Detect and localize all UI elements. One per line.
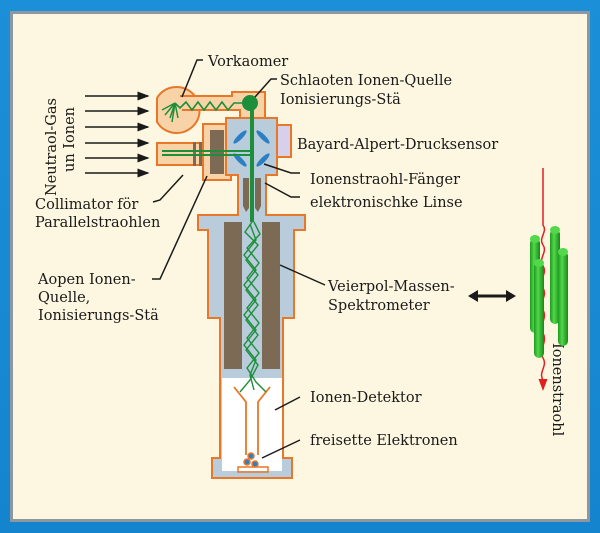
label-quadrupole-1: Veierpol-Massen-	[327, 279, 455, 295]
label-open-source-2: Quelle,	[38, 290, 90, 306]
ion-source-filament	[242, 95, 258, 111]
label-bayard-alpert: Bayard-Alpert-Drucksensor	[297, 137, 498, 153]
double-arrow-icon	[468, 290, 516, 302]
label-ion-beam-catcher: Ionenstraohl-Fänger	[310, 172, 460, 188]
label-electronic-lens: elektronischke Linse	[310, 195, 463, 211]
label-ion-beam: Ionenstraohl	[549, 343, 565, 437]
diagram-canvas	[13, 14, 587, 519]
label-ion-source-2: Ionisierungs-Stä	[280, 92, 401, 108]
lens-elements	[233, 130, 270, 167]
ion-path	[162, 95, 267, 393]
label-free-electrons: freisette Elektronen	[310, 433, 458, 449]
label-vorkaomer: Vorkaomer	[207, 54, 288, 70]
label-neutral-gas-1: Neutraol-Gas	[44, 98, 60, 196]
label-ion-detector: Ionen-Detektor	[310, 390, 422, 406]
label-quadrupole-2: Spektrometer	[328, 298, 430, 314]
quadrupole-3d-illustration	[530, 168, 568, 391]
leader-lines	[152, 59, 326, 459]
electronic-lens	[243, 178, 261, 212]
label-collimator-1: Collimator för	[35, 197, 138, 213]
pre-chamber	[156, 86, 266, 134]
ion-detector	[222, 378, 282, 473]
quadrupole-rods	[224, 222, 280, 369]
label-open-source-3: Ionisierungs-Stä	[38, 308, 159, 324]
free-electrons	[243, 452, 259, 468]
label-open-source-1: Aopen Ionen-	[37, 272, 136, 288]
labels: Vorkaomer Schlaoten Ionen-Quelle Ionisie…	[35, 54, 565, 449]
label-neutral-gas-2: un Ionen	[62, 107, 78, 172]
label-collimator-2: Parallelstraohlen	[35, 215, 160, 231]
label-ion-source-1: Schlaoten Ionen-Quelle	[280, 73, 452, 89]
gas-inlet-arrows	[85, 91, 150, 178]
